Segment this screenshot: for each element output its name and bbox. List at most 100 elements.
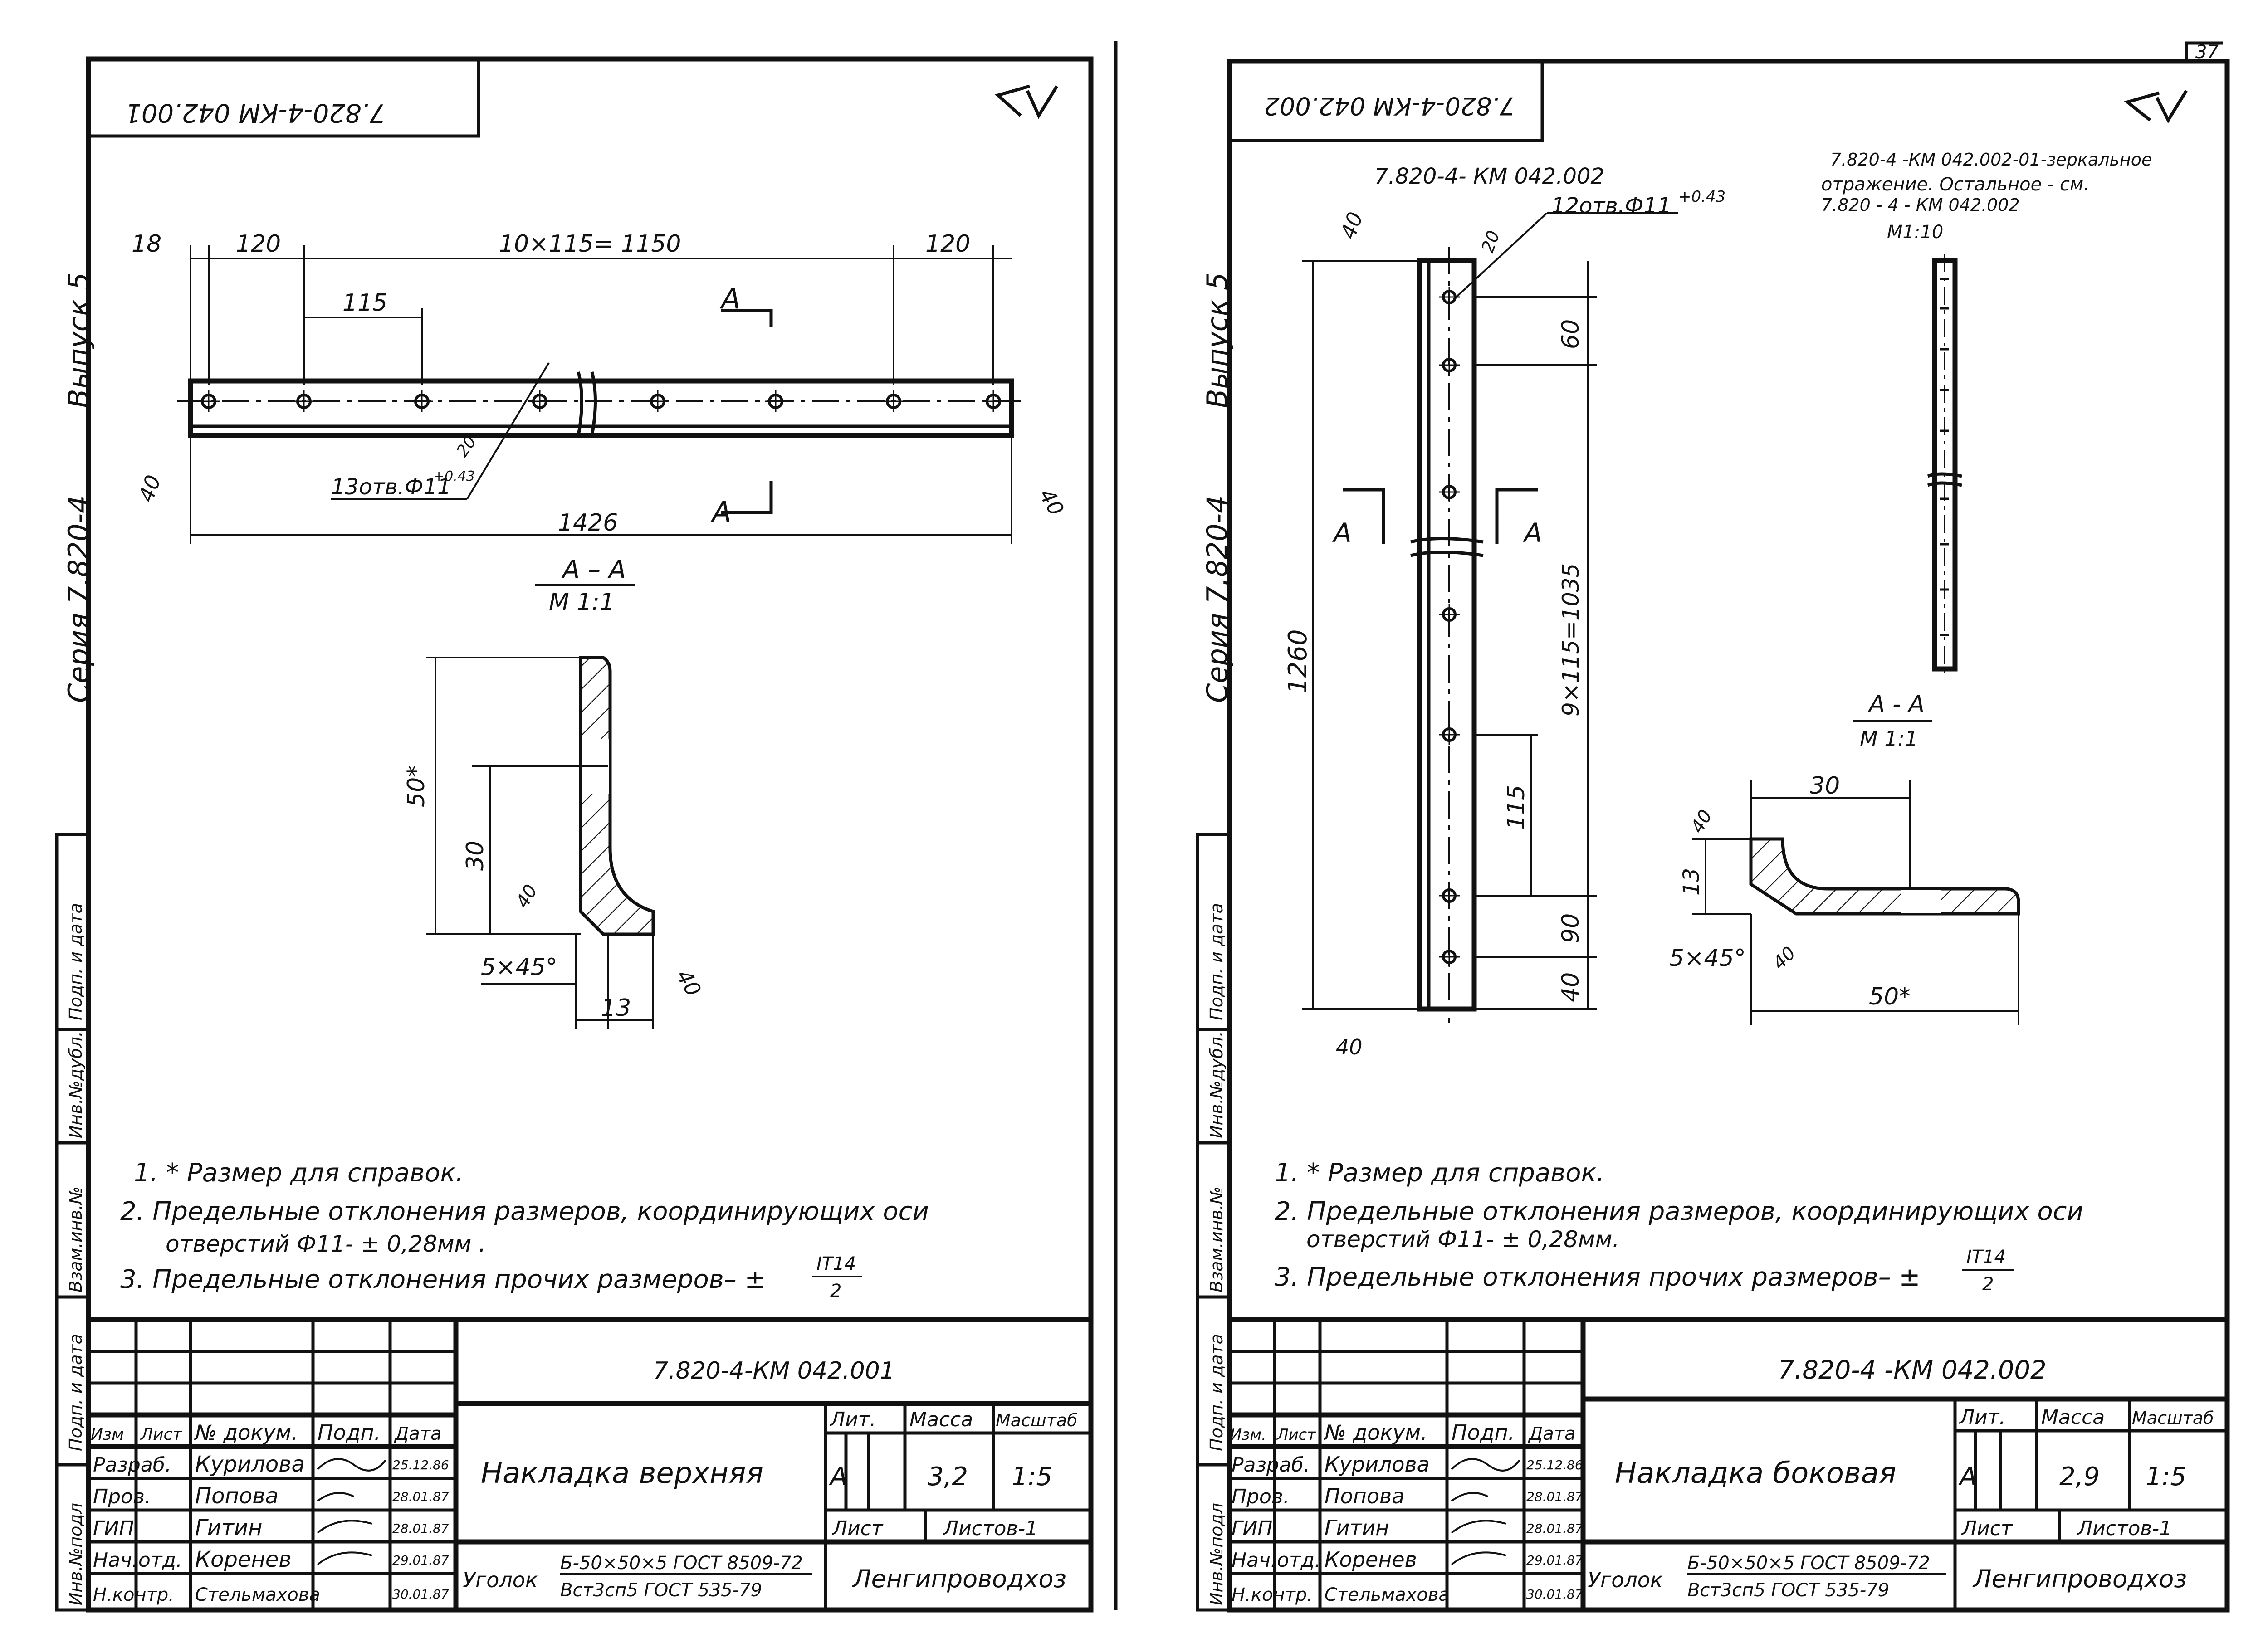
sheet1-note-3: 3. Предельные отклонения прочих размеров… [120,1265,766,1294]
sheet2-tb-name-4: Коренев [1325,1547,1417,1572]
sheet1-section: A – A M 1:1 50* 30 40 5×45° 13 40 [403,555,706,1029]
sheet1-tb-name-1: Курилова [195,1452,305,1477]
sheet1-dim-chain: 10×115= 1150 [499,230,681,258]
sheet1-note-1: 1. * Размер для справок. [134,1158,464,1188]
sheet1-tb-h-date: Дата [394,1424,442,1444]
sheet2-tb-material-top: Б-50×50×5 ГОСТ 8509-72 [1687,1553,1930,1574]
sheet2-tb-material-label: Уголок [1588,1568,1663,1592]
sheet1-cut-a-bottom: A [710,495,731,528]
sheet2-tb-sheet-label: Лист [1961,1517,2013,1540]
sheet2-sec-30: 30 [1810,772,1840,800]
sheet1-tb-lit-label: Лит. [829,1408,876,1431]
sheet2-rough-40b: 40 [1336,1035,1363,1059]
sheet1-strip-1: Инв.№подл [66,1503,86,1605]
sheet2-tb-code: 7.820-4 -КМ 042.002 [1778,1355,2047,1385]
sheet1-series-label: Серия 7.820-4 [62,496,95,703]
sheet1-stamp-box [87,57,480,138]
sheet1-holes-label: 13отв.Ф11 [331,474,451,500]
sheet2-notes: 1. * Размер для справок. 2. Предельные о… [1275,1158,2083,1295]
sheet2-dim-60: 60 [1557,319,1584,349]
sheet2-sec-13: 13 [1679,868,1704,896]
sheet1-tb-mass-label: Масса [909,1408,973,1431]
sheet1-sec-13: 13 [601,994,631,1022]
sheet2-bar-view: 7.820-4- КМ 042.002 1260 60 9×115=1035 1… [1283,164,1725,1059]
sheet1-tb-name-3: Гитин [195,1515,262,1540]
sheet2-dim-20: 20 [1477,228,1504,255]
sheet2-tb-role-3: ГИП [1232,1517,1273,1540]
sheet1-tb-date-3: 28.01.87 [392,1521,449,1536]
sheet1-tb-scale: 1:5 [1012,1462,1052,1492]
sheet1-sec-r40: 40 [512,881,542,912]
sheet1-left-strip [55,833,90,1612]
sheet2-dim-90: 90 [1557,913,1584,943]
sheet1-tb-name: Накладка верхняя [481,1457,763,1490]
sheet2-left-strip [1196,833,1231,1612]
sheet2-sec-r40b: 40 [1769,943,1800,974]
sheet2-series-label: Серия 7.820-4 [1201,496,1234,703]
sheet1-holes-tol: +0.43 [433,468,475,484]
sheet2-stamp: 7.820-4-КМ 042.002 [1264,92,1515,120]
sheet2-tb-lit-label: Лит. [1959,1406,2005,1429]
sheet2-tb-date-2: 28.01.87 [1526,1489,1583,1504]
sheet-1: 7.820-4-КМ 042.001 Выпуск 5 Серия 7.820-… [55,56,1094,1613]
sheet2-tb-mass: 2,9 [2059,1462,2100,1492]
sheet2-tb-role-4: Нач.отд. [1232,1549,1321,1572]
sheet2-frac-den: 2 [1982,1274,1994,1295]
sheet1-bar-view: 18 120 10×115= 1150 120 115 A A 13отв.Ф1… [132,230,1069,544]
sheet1-holes [198,390,1004,412]
sheet2-strip-3: Взам.инв.№ [1207,1186,1227,1292]
sheet1-dim-120a: 120 [236,230,281,258]
sheet2-tb-h-list: Лист [1276,1426,1316,1444]
sheet2-holes-tol: +0.43 [1678,188,1725,206]
sheet2-tb-sheets-label: Листов-1 [2077,1517,2172,1540]
sheet1-strip-2: Подп. и дата [66,1334,86,1451]
sheet2-mirror-view: 7.820-4 -КМ 042.002-01-зеркальное отраже… [1821,150,2152,676]
sheet1-tb-role-4: Нач.отд. [93,1549,182,1572]
sheet1-section-scale: M 1:1 [549,589,615,616]
sheet1-tb-code: 7.820-4-КМ 042.001 [653,1357,895,1384]
sheet2-bar [1417,258,1477,1012]
sheet1-tb-material-label: Уголок [463,1568,538,1592]
sheet1-bar [188,378,1014,438]
sheet2-tb-h-date: Дата [1528,1424,1576,1444]
sheet1-tb-h-doc: № докум. [194,1420,298,1445]
sheet1-tb-date-2: 28.01.87 [392,1489,449,1504]
sheet2-rough-40a: 40 [1336,209,1368,242]
sheet1-tb-material-top: Б-50×50×5 ГОСТ 8509-72 [560,1553,803,1574]
sheet2-sec-chamfer: 5×45° [1669,945,1746,972]
sheet1-tb-name-4: Коренев [195,1547,292,1572]
sheet2-tb-h-doc: № докум. [1323,1420,1427,1445]
sheet1-angle-profile [579,656,655,936]
sheet1-frac-num: IT14 [816,1253,856,1274]
sheet2-tb-org: Ленгипроводхоз [1972,1565,2187,1593]
sheet2-tb-material-bottom: Вст3сп5 ГОСТ 535-79 [1687,1580,1889,1601]
sheet2-frac-num: IT14 [1966,1247,2006,1268]
sheet1-tb-date-4: 29.01.87 [392,1553,449,1568]
sheet2-note-2: 2. Предельные отклонения размеров, коорд… [1275,1197,2083,1226]
sheet1-tb-h-list: Лист [140,1425,182,1444]
sheet1-note-2b: отверстий Ф11- ± 0,28мм . [166,1231,486,1257]
sheet2-signatures [1451,1458,1520,1565]
sheet1-roughness-icon [994,84,1058,119]
sheet2-dim-chain: 9×115=1035 [1558,563,1584,717]
sheet1-stamp: 7.820-4-КМ 042.001 [125,98,386,127]
sheet1-note-2: 2. Предельные отклонения размеров, коорд… [120,1197,929,1226]
sheet2-section: A - A M 1:1 30 13 40 5×45° 40 50* [1669,691,2020,1025]
sheet2-tb-lit: А [1958,1462,1977,1492]
sheet2-mirror-holes [1940,278,1949,636]
sheet1-tb-sheets-label: Листов-1 [943,1517,1038,1540]
sheet2-tb-date-3: 28.01.87 [1526,1521,1583,1536]
sheet1-tb-lit: А [829,1462,847,1492]
sheet2-strip-2: Подп. и дата [1207,1334,1227,1451]
sheet1-strip-4: Инв.№дубл. [66,1031,86,1138]
sheet2-stamp-box [1227,59,1544,142]
sheet2-tb-role-5: Н.контр. [1232,1584,1313,1605]
sheet1-dim-115: 115 [342,289,387,317]
sheet1-dim-120b: 120 [925,230,970,258]
sheet-2: 7.820-4-КМ 042.002 Выпуск 5 Серия 7.820-… [1196,58,2230,1613]
sheet2-mirror-scale: М1:10 [1887,222,1943,243]
sheet2-tb-role-1: Разраб. [1232,1453,1310,1477]
sheet2-sec-r40: 40 [1687,806,1716,837]
sheet2-tb-mass-label: Масса [2041,1406,2105,1429]
